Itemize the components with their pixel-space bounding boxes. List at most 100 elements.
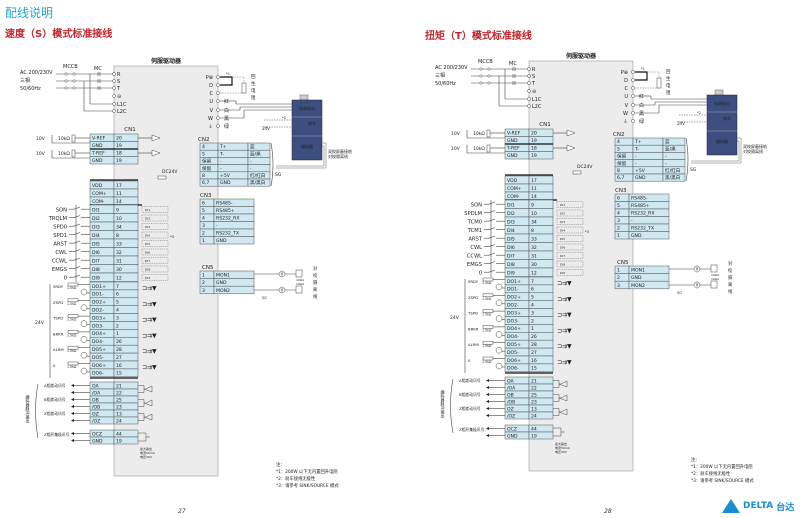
regen-label: 回 bbox=[251, 74, 256, 80]
switch-contact bbox=[488, 235, 496, 239]
power-input-label: AC 200/230V bbox=[20, 70, 53, 76]
dc24v-source bbox=[157, 175, 167, 180]
arrow-icon bbox=[71, 412, 74, 415]
cn5-row-text: 2 bbox=[617, 275, 620, 281]
breaker-contact bbox=[64, 86, 68, 90]
do-name: DO5- bbox=[507, 350, 519, 356]
do-name: DO2+ bbox=[507, 295, 521, 301]
cn5-row-text: 1 bbox=[617, 268, 620, 274]
cn2-row-text: 保留 bbox=[202, 165, 212, 172]
di-name: DI6 bbox=[507, 245, 515, 251]
cn5-side-note: 对 bbox=[728, 260, 733, 267]
cn5-side-note: 绞 bbox=[728, 267, 733, 274]
encoder-signal-name: /OA bbox=[92, 390, 101, 396]
di-signal-label: CWL bbox=[55, 250, 67, 256]
motor-terminal-label: P⊕ bbox=[621, 70, 628, 76]
cn3-row-cell bbox=[628, 231, 670, 240]
di-optocoupler-tag: DI5 bbox=[145, 242, 150, 246]
cn2-row-text: 蓝/黑 bbox=[665, 145, 676, 152]
motor-terminal-label: U bbox=[624, 94, 628, 100]
power-input-label: 三相 bbox=[435, 72, 445, 79]
di-optocoupler bbox=[556, 235, 584, 242]
reference-voltage-label: 10V bbox=[451, 131, 461, 137]
encoder-cable bbox=[276, 142, 327, 169]
cn2-row-cell bbox=[247, 178, 271, 187]
cn2-row-cell bbox=[217, 157, 249, 165]
power-input-label: 50/60Hz bbox=[20, 86, 41, 92]
do-name: DO2- bbox=[507, 303, 519, 309]
cn2-sg-label: SG bbox=[690, 167, 697, 173]
cn1-label: CN1 bbox=[124, 127, 135, 133]
logo-cn-text: 台达 bbox=[776, 502, 795, 513]
do-resistor-label: 1.5kΩ bbox=[482, 328, 492, 332]
io-power-row-text: 11 bbox=[531, 186, 537, 192]
cn5-side-note: 线 bbox=[313, 293, 318, 300]
shield-note: 对绞隔离线 bbox=[743, 148, 763, 154]
motor-terminal bbox=[631, 86, 635, 90]
ocz-signal-name: OCZ bbox=[92, 431, 102, 437]
di-signal-label: EMGS bbox=[467, 262, 482, 268]
do-resistor-label: 1.5kΩ bbox=[482, 281, 492, 285]
page-title-torque-mode: 扭矩（T）模式标准接线 bbox=[425, 31, 532, 42]
open-collector-icon bbox=[553, 427, 565, 437]
encoder-signal-label: Z相差动讯号 bbox=[459, 406, 481, 411]
regen-resistor bbox=[656, 77, 662, 89]
do-name: DO6+ bbox=[507, 358, 521, 364]
do-resistor-label: 1.5kΩ bbox=[67, 349, 77, 353]
do-pin: 16 bbox=[531, 358, 537, 364]
footnote: *1：200W 以下无内置回升电阻 bbox=[276, 468, 338, 475]
motor-terminal-label: C bbox=[625, 86, 629, 92]
di-optocoupler-tag: DI2 bbox=[145, 217, 150, 221]
di-optocoupler-tag: DI5 bbox=[560, 237, 565, 241]
do-optocoupler-icon: ⊐⇉▼ bbox=[557, 343, 572, 350]
encoder-cable bbox=[691, 137, 742, 164]
di-pin: 33 bbox=[116, 241, 122, 247]
do-optocoupler-icon: ⊐⇉▼ bbox=[557, 280, 572, 287]
section-header: 配线说明 bbox=[5, 6, 54, 20]
encoder-signal-name: /OB bbox=[507, 399, 515, 405]
cn2-row-text: 黑/黑白 bbox=[665, 174, 680, 181]
do-pin: 26 bbox=[116, 339, 122, 345]
do-pin: 28 bbox=[116, 347, 122, 353]
cn2-row-text: - bbox=[635, 162, 637, 167]
ocz-signal-name: GND bbox=[92, 438, 103, 444]
do-name: DO4+ bbox=[92, 331, 106, 337]
cn5-row-text: MON1 bbox=[631, 268, 645, 274]
di-name: DI5 bbox=[507, 236, 515, 242]
relay-coil-icon bbox=[495, 346, 503, 354]
encoder-signal-pin: 22 bbox=[531, 385, 537, 391]
do-name: DO4+ bbox=[507, 326, 521, 332]
cn2-row-text: 保留 bbox=[617, 153, 627, 160]
cn1-row-text: 19 bbox=[531, 153, 537, 159]
sink-source-note-mark: *3 bbox=[170, 235, 174, 239]
wire-color-label: 黑 bbox=[639, 111, 644, 117]
encoder-signal-pin: 13 bbox=[531, 406, 537, 412]
switch-contact bbox=[488, 261, 496, 264]
power-terminal bbox=[112, 94, 116, 98]
power-terminal bbox=[527, 104, 531, 108]
do-pin: 3 bbox=[531, 310, 534, 316]
di-name: DI4 bbox=[507, 228, 515, 234]
motor-terminal bbox=[216, 75, 220, 79]
do-resistor-label: 1.5kΩ bbox=[67, 286, 77, 290]
power-input-label: 50/60Hz bbox=[435, 81, 456, 87]
ocz-rating-note: 电压30V bbox=[555, 449, 568, 454]
dc24v-label: DC24V bbox=[162, 169, 178, 175]
switch-contact bbox=[488, 252, 496, 256]
encoder-signal-pin: 23 bbox=[116, 404, 122, 410]
motor-terminal-label: D bbox=[624, 78, 628, 84]
di-signal-label: SPD0 bbox=[53, 224, 67, 230]
breaker-contact bbox=[72, 79, 76, 83]
encoder-output-group-label: 编码器脉冲输出 bbox=[441, 389, 446, 419]
encoder-signal-pin: 23 bbox=[531, 399, 537, 405]
cn2-row-text: - bbox=[250, 167, 252, 172]
cn2-row-text: 黑/黑白 bbox=[250, 179, 265, 186]
cn5-side-note: 线 bbox=[728, 288, 733, 295]
mc-label: MC bbox=[509, 61, 517, 67]
cn3-row-text: 6 bbox=[202, 201, 205, 207]
switch-contact bbox=[73, 206, 81, 210]
cn1-row-text: T-REF bbox=[506, 146, 520, 152]
do-optocoupler-icon: ⊐⇉▼ bbox=[142, 364, 157, 371]
do-signal-label: ALRM bbox=[53, 347, 64, 352]
ocz-pin-cell bbox=[113, 436, 139, 445]
